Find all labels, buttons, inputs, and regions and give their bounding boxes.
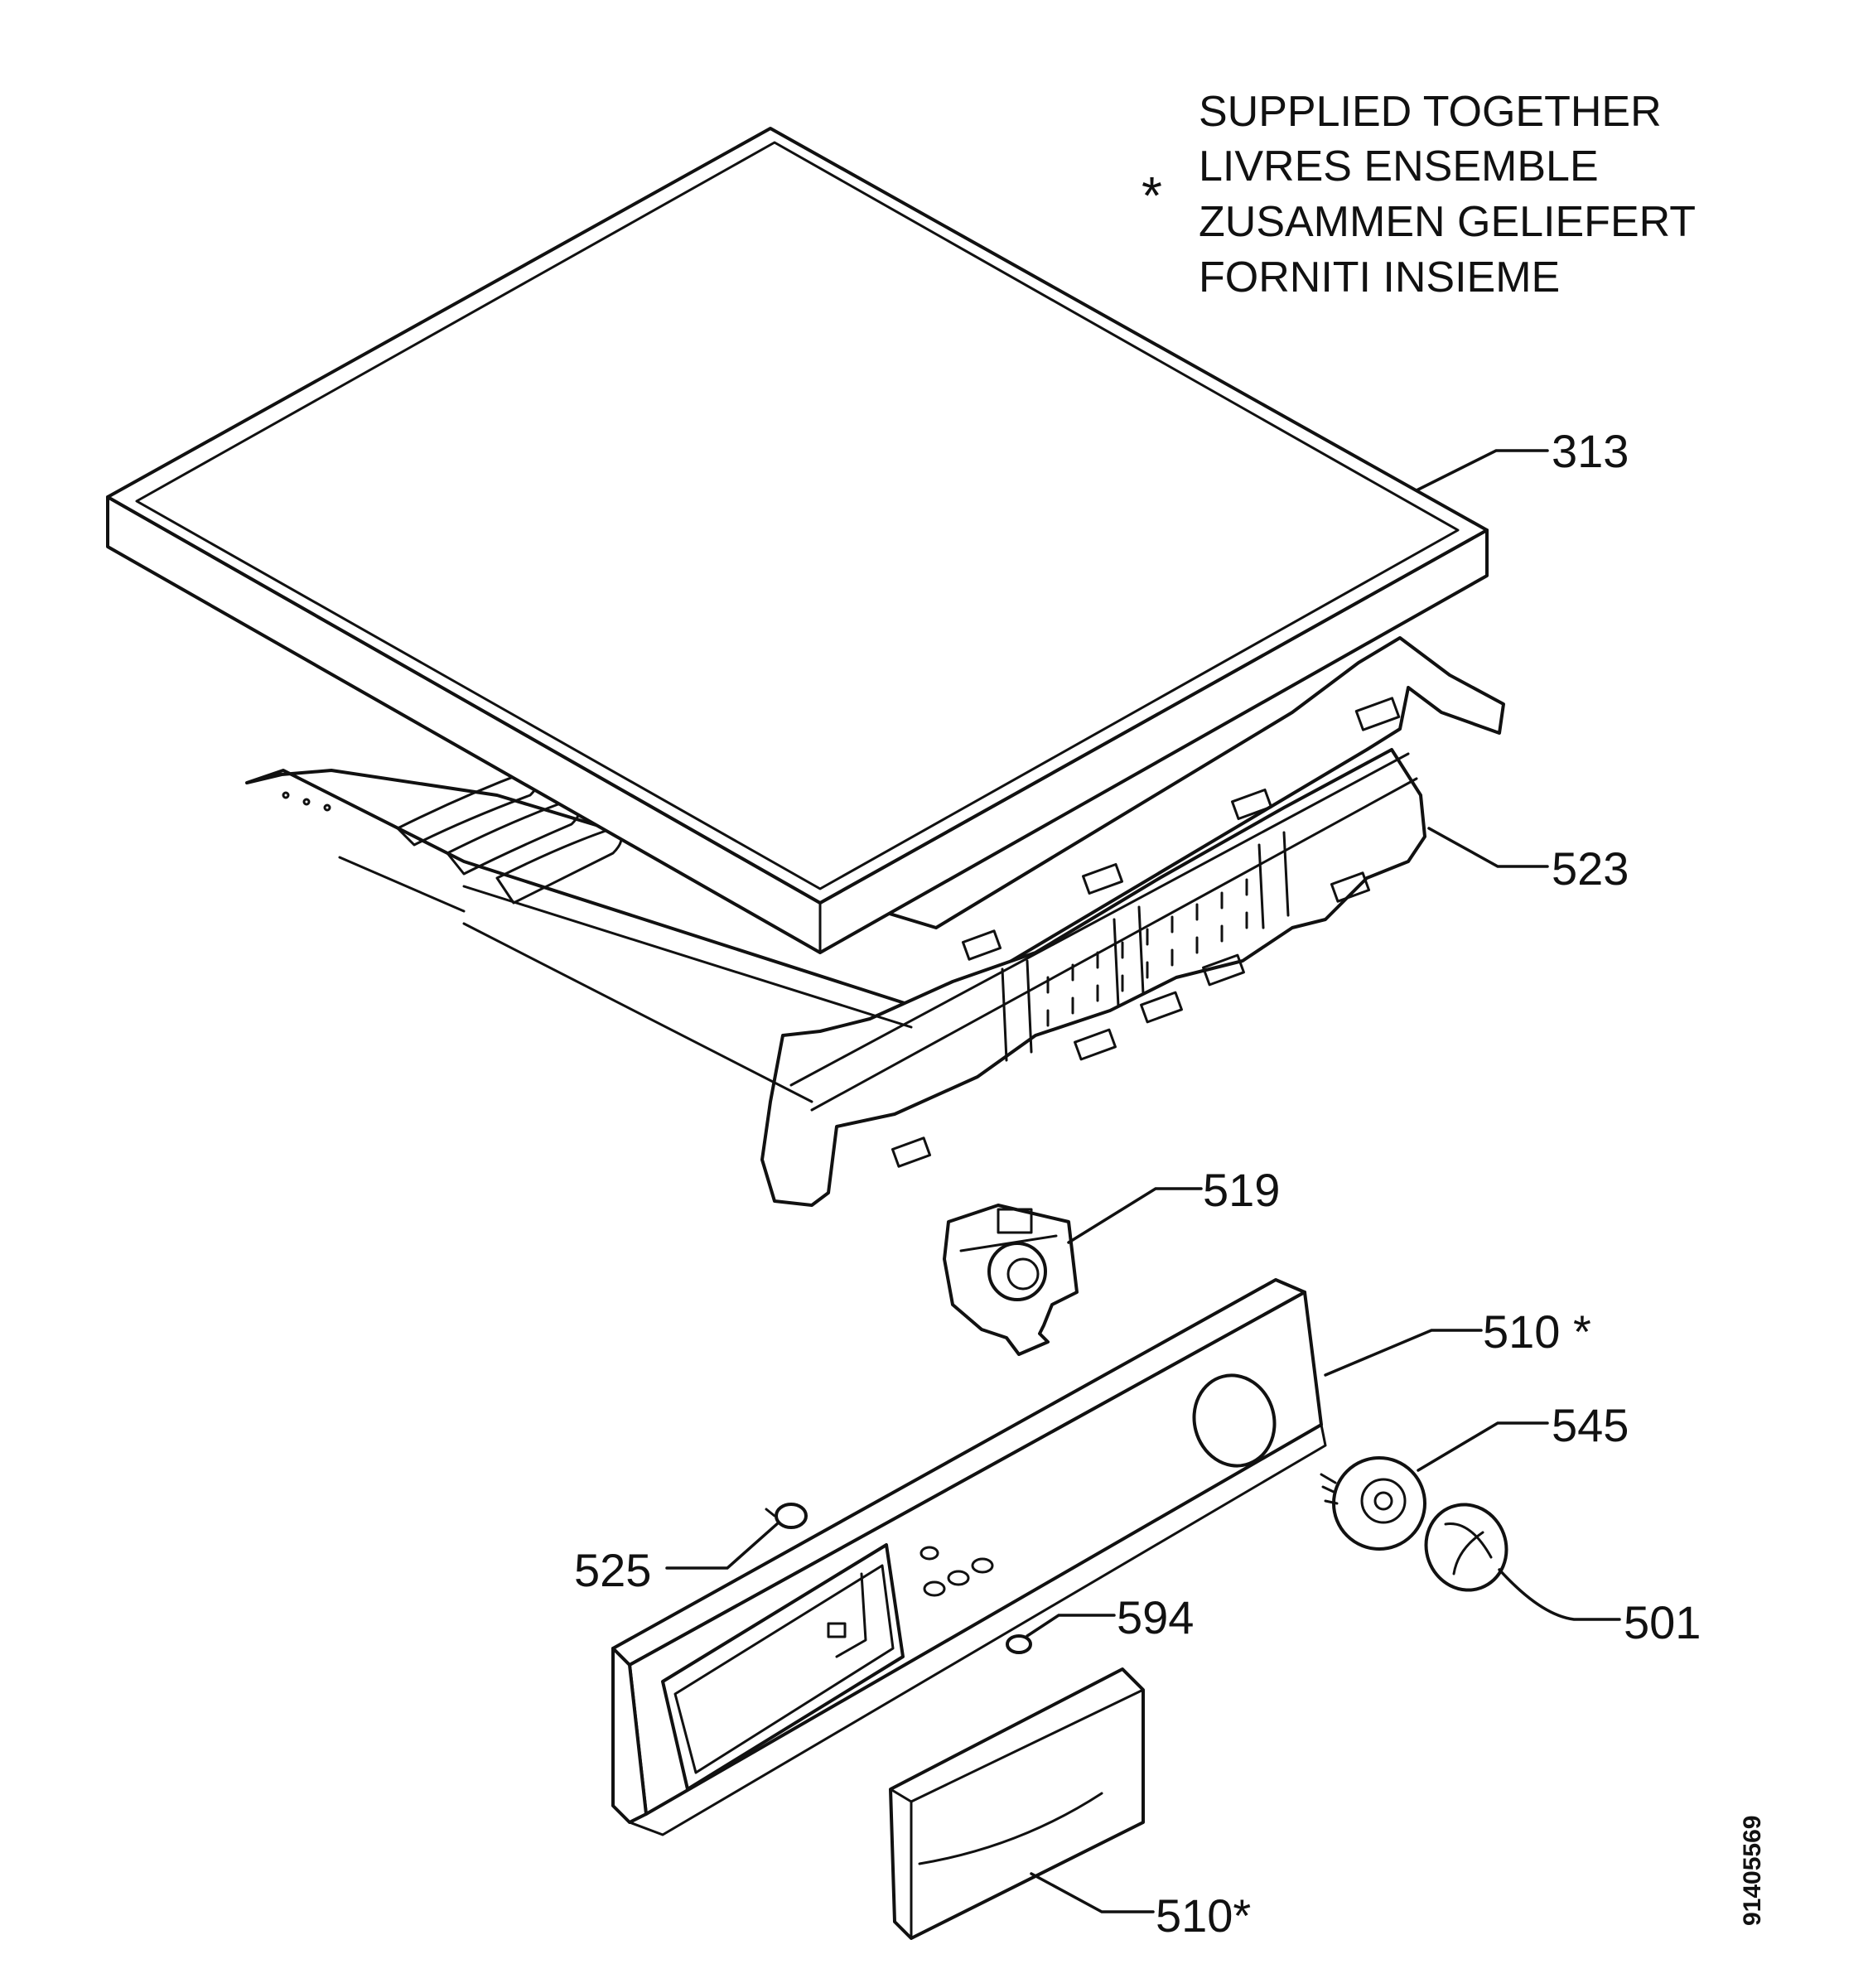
callout-510-panel: 510 * <box>1483 1305 1591 1358</box>
legend-line-2: LIVRES ENSEMBLE <box>1199 142 1599 191</box>
part-519-selector-bracket <box>943 1204 1079 1356</box>
part-523-control-frame <box>245 636 1505 1207</box>
part-510-front-panel <box>611 1278 1327 1836</box>
callout-594: 594 <box>1117 1591 1194 1643</box>
callout-313: 313 <box>1552 425 1629 477</box>
legend-line-1: SUPPLIED TOGETHER <box>1199 88 1662 136</box>
leader-510-panel <box>1324 1329 1483 1377</box>
leader-545 <box>1417 1421 1549 1472</box>
callout-523: 523 <box>1552 842 1629 895</box>
drawing-number: 91405569 <box>1739 1816 1766 1926</box>
callouts: 313 523 519 510 * 545 501 525 594 510* <box>574 425 1701 1942</box>
leader-501 <box>1498 1568 1621 1621</box>
leader-313 <box>1415 449 1549 492</box>
leader-525 <box>665 1521 780 1570</box>
callout-545: 545 <box>1552 1399 1629 1451</box>
leader-594 <box>1026 1614 1116 1638</box>
part-510-drawer-handle <box>889 1667 1145 1940</box>
part-525-bulb <box>765 1503 808 1529</box>
callout-519: 519 <box>1203 1164 1280 1216</box>
legend-asterisk: * <box>1142 166 1162 225</box>
legend-line-4: FORNITI INSIEME <box>1199 253 1560 302</box>
part-545-switch <box>1320 1456 1426 1551</box>
part-594-plug <box>1006 1634 1032 1654</box>
part-313-top-lid <box>106 127 1489 954</box>
callout-501: 501 <box>1624 1596 1701 1648</box>
leader-523 <box>1427 827 1549 868</box>
legend: * SUPPLIED TOGETHER LIVRES ENSEMBLE ZUSA… <box>1142 88 1696 302</box>
callout-510-handle: 510* <box>1156 1889 1251 1942</box>
leader-519 <box>1067 1187 1203 1244</box>
callout-525: 525 <box>574 1544 651 1596</box>
part-501-knob <box>1424 1503 1508 1592</box>
frame-vent-holes <box>1046 878 1248 1027</box>
leader-510-handle <box>1030 1872 1155 1913</box>
legend-line-3: ZUSAMMEN GELIEFERT <box>1199 198 1696 246</box>
leader-lines <box>665 449 1621 1913</box>
